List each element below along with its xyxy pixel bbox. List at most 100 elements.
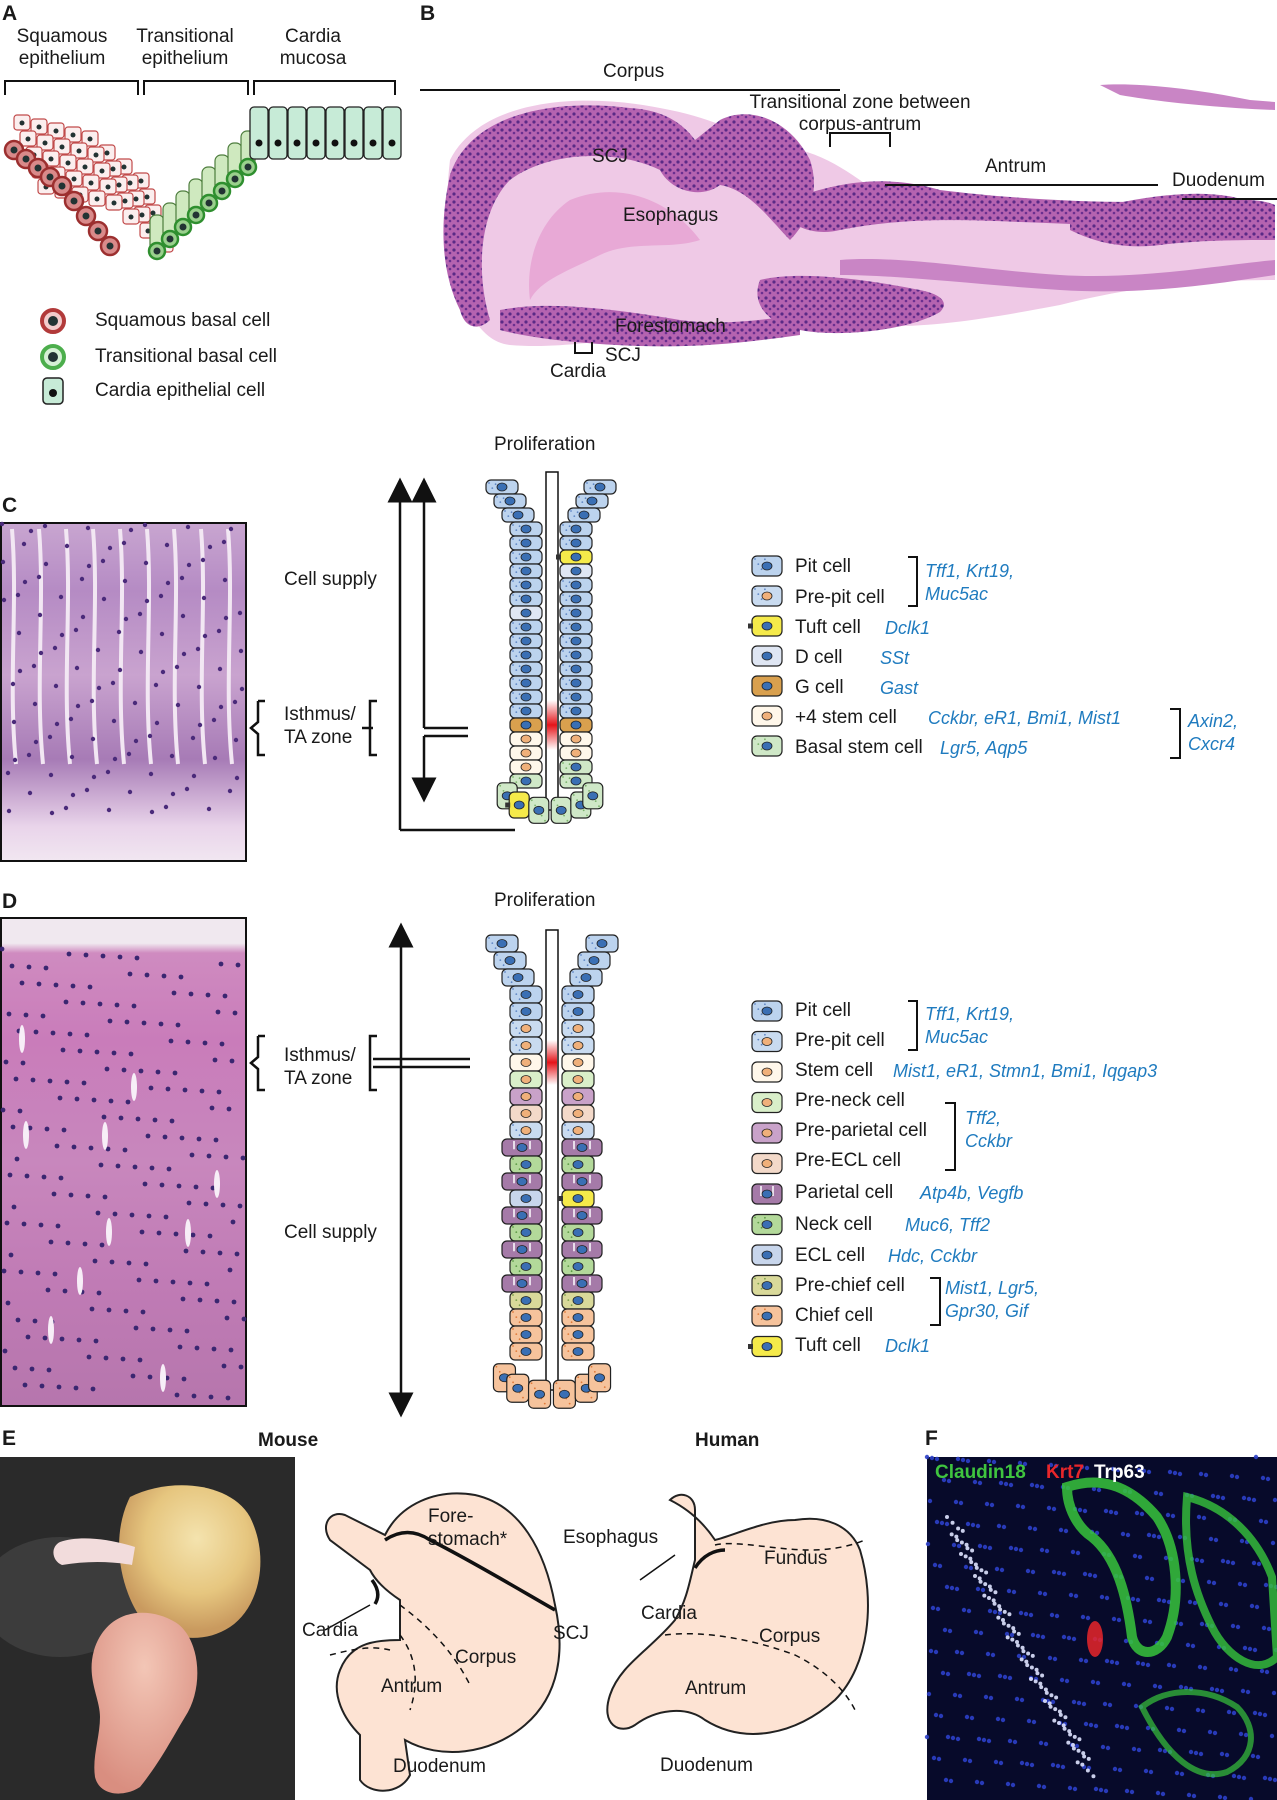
nucleus — [13, 1076, 19, 1082]
legend-d-tuft-cell: Tuft cell — [795, 1335, 861, 1356]
nucleus — [29, 1366, 35, 1372]
nucleus — [121, 1067, 127, 1073]
nucleus — [238, 1364, 244, 1370]
nucleus — [986, 1458, 992, 1464]
nucleus — [124, 1019, 130, 1025]
nucleus — [1084, 1465, 1090, 1471]
trp63-nucleus — [1033, 1679, 1038, 1684]
nucleus — [1255, 1754, 1261, 1760]
nucleus — [1180, 1578, 1186, 1584]
gland-lumen — [106, 1218, 112, 1246]
trp63-nucleus — [1007, 1612, 1012, 1617]
nucleus — [239, 686, 245, 692]
human-label-antrum: Antrum — [685, 1678, 747, 1699]
nucleus — [138, 178, 144, 184]
nucleus — [965, 1521, 971, 1527]
nucleus — [999, 1567, 1005, 1573]
nucleus — [150, 1326, 156, 1332]
nucleus — [1171, 1663, 1177, 1669]
nucleus — [128, 214, 134, 220]
nucleus — [1158, 1491, 1164, 1497]
trp63-nucleus — [1010, 1637, 1015, 1642]
nucleus — [15, 1317, 21, 1323]
nucleus — [125, 1099, 131, 1105]
nucleus — [95, 647, 101, 653]
nucleus — [4, 1220, 10, 1226]
nucleus — [96, 1290, 102, 1296]
nucleus — [134, 955, 140, 961]
nucleus — [1039, 1484, 1045, 1490]
nucleus — [109, 1259, 115, 1265]
nucleus — [35, 1270, 41, 1276]
nucleus — [178, 974, 184, 980]
nucleus — [83, 952, 89, 958]
pit-cell — [559, 591, 593, 607]
trp63-nucleus — [1035, 1671, 1040, 1676]
trp63-nucleus — [965, 1546, 970, 1551]
nucleus — [111, 200, 117, 206]
nucleus — [21, 1221, 27, 1227]
nucleus — [1017, 1460, 1023, 1466]
nucleus — [229, 1058, 235, 1064]
nucleus — [946, 1478, 952, 1484]
nucleus — [984, 1501, 990, 1507]
trp63-nucleus — [973, 1574, 977, 1578]
nucleus — [977, 1543, 983, 1549]
nucleus — [982, 1544, 988, 1550]
stain-label-krt7: Krt7 — [1046, 1462, 1085, 1483]
nucleus — [26, 964, 32, 970]
nucleus — [943, 1777, 949, 1783]
trp63-nucleus — [1067, 1729, 1072, 1734]
nucleus — [998, 1480, 1004, 1486]
nucleus — [139, 212, 145, 218]
nucleus — [1246, 1496, 1252, 1502]
nucleus — [225, 1395, 231, 1401]
nucleus — [89, 1306, 95, 1312]
legend-neck-swatch — [751, 1213, 783, 1236]
nucleus — [82, 212, 90, 220]
legend-d-chief-group-genes: Mist1, Lgr5, Gpr30, Gif — [945, 1278, 1040, 1321]
nucleus — [1104, 1658, 1110, 1664]
nucleus — [1243, 1732, 1249, 1738]
nucleus — [51, 1191, 57, 1197]
nucleus — [1075, 1550, 1081, 1556]
trp63-nucleus — [979, 1568, 984, 1573]
nucleus — [85, 1193, 91, 1199]
nucleus — [122, 578, 128, 584]
neck-cell — [561, 1223, 595, 1242]
nucleus — [6, 808, 12, 814]
nucleus — [0, 1107, 6, 1113]
nucleus — [1262, 1775, 1268, 1781]
nucleus — [1178, 1684, 1184, 1690]
mouse-stomach-photo — [0, 1457, 295, 1800]
pit-cell — [509, 985, 543, 1004]
nucleus — [17, 1108, 23, 1114]
legend-d-prechief-cell: Pre-chief cell — [795, 1275, 905, 1296]
legend-parietal-swatch — [751, 1183, 783, 1205]
nucleus — [925, 1541, 931, 1547]
nucleus — [924, 1454, 930, 1460]
nucleus — [1145, 1725, 1151, 1731]
nucleus — [1096, 1487, 1102, 1493]
nucleus — [9, 963, 15, 969]
legend-ecl-swatch — [751, 1244, 783, 1266]
nucleus — [1213, 1537, 1219, 1543]
nucleus — [191, 773, 197, 779]
human-label-esophagus: Esophagus — [563, 1527, 659, 1548]
nucleus — [1059, 1677, 1065, 1683]
nucleus — [68, 716, 74, 722]
trp63-nucleus — [970, 1548, 975, 1553]
nucleus — [11, 719, 17, 725]
nucleus — [104, 150, 110, 156]
nucleus — [70, 132, 76, 138]
nucleus — [1270, 1540, 1276, 1546]
nucleus — [116, 629, 122, 635]
legend-d-tuft-genes: Dclk1 — [885, 1336, 931, 1356]
legend-d-parietal-cell: Parietal cell — [795, 1182, 894, 1203]
nucleus — [1114, 1660, 1120, 1666]
nucleus — [46, 1367, 52, 1373]
trp63-nucleus — [997, 1604, 1002, 1609]
nucleus — [181, 651, 187, 657]
nucleus — [165, 580, 171, 586]
nucleus — [1120, 1531, 1126, 1537]
